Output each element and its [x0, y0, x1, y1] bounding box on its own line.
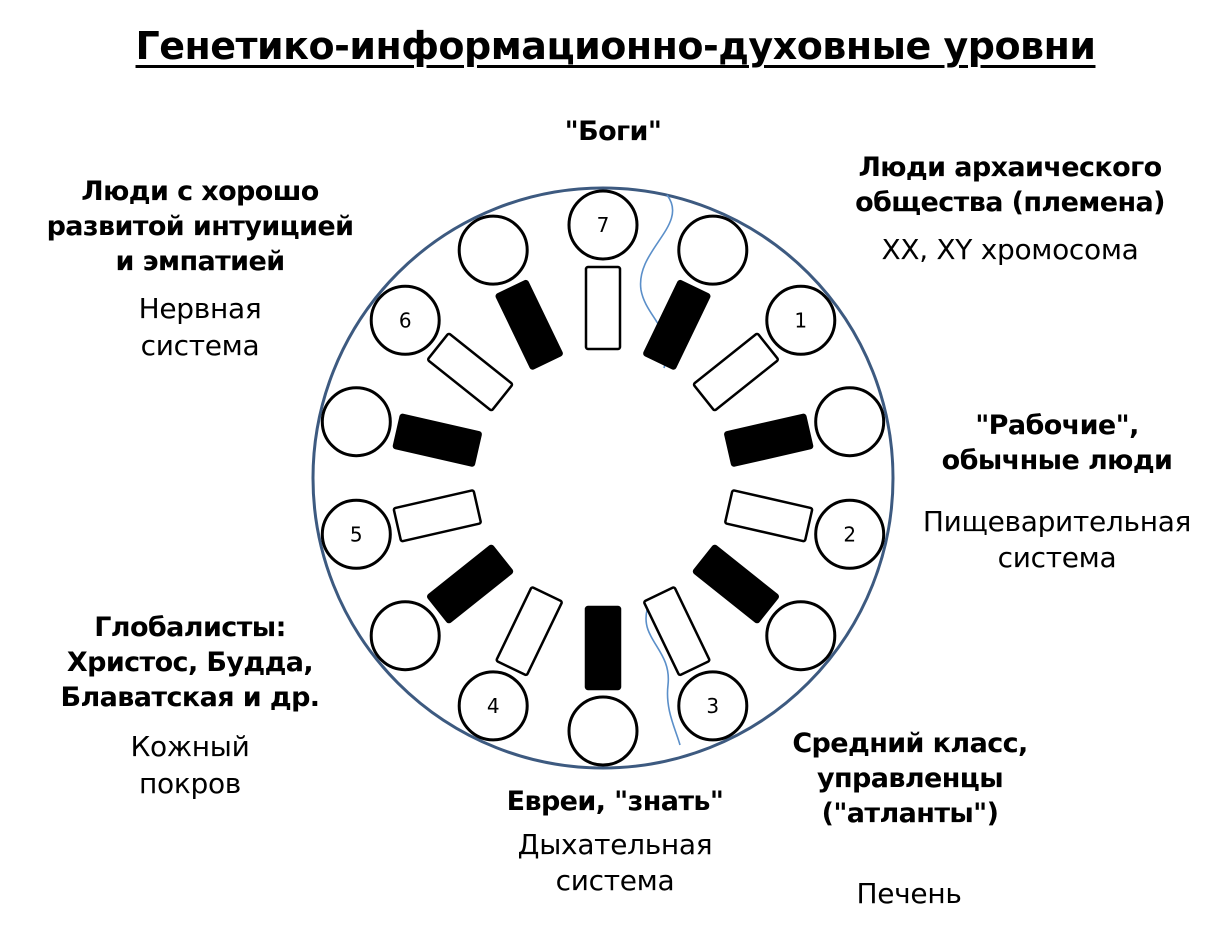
connector-circle — [567, 695, 639, 767]
label-archaic: Люди архаического общества (племена) XX,… — [820, 150, 1200, 269]
label-archaic-name: Люди архаического общества (племена) — [855, 152, 1165, 219]
wave-line-bottom — [645, 609, 681, 746]
connector-bar — [427, 544, 514, 624]
level-circle-2 — [814, 498, 886, 570]
connector-bar — [495, 279, 563, 370]
connector-circle — [369, 600, 441, 672]
connector-circle — [457, 214, 529, 286]
level-circle-3 — [677, 670, 749, 742]
label-gods-name: "Боги" — [564, 116, 662, 147]
connector-circle — [320, 386, 392, 458]
label-middle-name: Средний класс, управленцы ("атланты") — [792, 728, 1028, 830]
label-middle-organ-box: Печень — [800, 876, 1018, 912]
connector-bar — [724, 413, 814, 467]
label-intuition: Люди с хорошо развитой интуицией и эмпат… — [20, 174, 380, 364]
connector-bar — [392, 413, 482, 467]
connector-circle — [765, 600, 837, 672]
label-middle: Средний класс, управленцы ("атланты") — [760, 726, 1060, 831]
level-number: 7 — [597, 213, 610, 237]
connector-bar — [643, 279, 711, 370]
connector-circle — [677, 214, 749, 286]
level-number: 1 — [794, 308, 807, 332]
label-workers-organ-box: Пищеварительная система — [895, 504, 1219, 577]
level-bar-4 — [495, 586, 563, 677]
label-jews: Евреи, "знать" Дыхательная система — [470, 784, 760, 900]
level-circle-4 — [457, 670, 529, 742]
level-circle-1 — [765, 284, 837, 356]
diagram-title: Генетико-информационно-духовные уровни — [135, 24, 1096, 68]
level-number: 5 — [350, 522, 363, 546]
level-circle-7 — [567, 189, 639, 261]
label-middle-organ: Печень — [856, 877, 962, 910]
level-circle-5 — [320, 498, 392, 570]
level-number: 2 — [843, 522, 856, 546]
connector-bar — [584, 605, 622, 691]
level-bar-7 — [584, 265, 622, 351]
level-circle-6 — [369, 284, 441, 356]
level-number: 4 — [487, 694, 500, 718]
level-number: 6 — [399, 308, 412, 332]
label-intuition-organ: Нервная система — [138, 292, 262, 362]
label-workers-name: "Рабочие", обычные люди — [941, 410, 1173, 477]
label-jews-organ: Дыхательная система — [517, 828, 713, 898]
label-workers-organ: Пищеварительная система — [922, 505, 1192, 575]
level-bar-3 — [643, 586, 711, 677]
label-globalists-organ: Кожный покров — [130, 730, 250, 800]
label-workers: "Рабочие", обычные люди — [922, 408, 1192, 478]
label-archaic-organ: XX, XY хромосома — [881, 233, 1139, 267]
ring-group: 7 1 2 3 4 5 6 — [320, 189, 886, 767]
level-bar-1 — [692, 332, 779, 412]
label-gods: "Боги" — [503, 114, 723, 149]
level-bar-5 — [392, 489, 482, 543]
level-bar-6 — [427, 332, 514, 412]
level-number: 3 — [706, 694, 719, 718]
connector-circle — [814, 386, 886, 458]
label-globalists-name: Глобалисты: Христос, Будда, Блаватская и… — [60, 612, 321, 714]
connector-bar — [692, 544, 779, 624]
outer-circle — [311, 186, 895, 770]
label-globalists: Глобалисты: Христос, Будда, Блаватская и… — [30, 610, 350, 802]
label-intuition-name: Люди с хорошо развитой интуицией и эмпат… — [46, 176, 354, 278]
label-jews-name: Евреи, "знать" — [506, 786, 724, 817]
level-bar-2 — [724, 489, 814, 543]
